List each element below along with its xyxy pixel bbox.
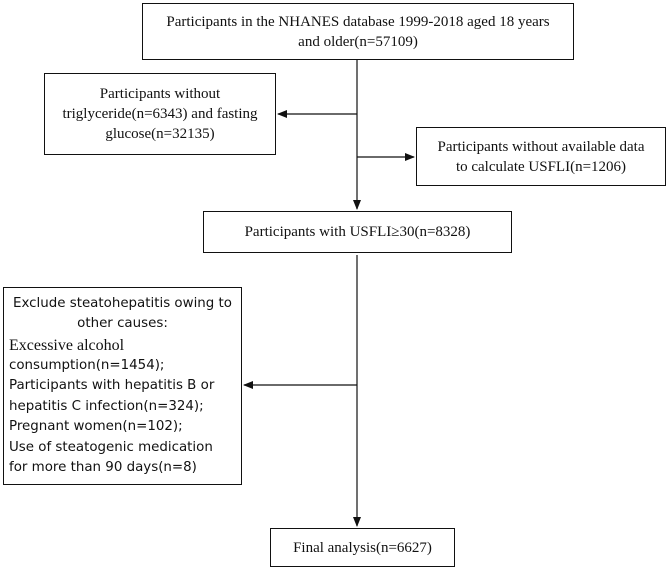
excl1-line-2: triglyceride(n=6343) and fasting [62, 106, 258, 122]
top-box-line-1: Participants in the NHANES database 1999… [166, 13, 550, 30]
excl1-line-3: glucose(n=32135) [105, 126, 215, 142]
excl3-item-6: Use of steatogenic medication [9, 439, 213, 455]
excl3-item-1: Excessive alcohol [9, 336, 125, 354]
excl3-item-3: Participants with hepatitis B or [9, 378, 215, 393]
top-box-line-2: and older(n=57109) [298, 33, 418, 50]
excl1-line-1: Participants without [99, 86, 221, 102]
usfli-participants-box: Participants with USFLI≥30(n=8328) [203, 211, 512, 253]
final-line-1: Final analysis(n=6627) [293, 539, 432, 556]
excl3-header-line-1: Exclude steatohepatitis owing to [13, 295, 232, 311]
excl2-line-2: to calculate USFLI(n=1206) [455, 158, 627, 175]
excl3-item-4: hepatitis C infection(n=324); [9, 398, 204, 414]
exclusion-box-missing-lab: Participants without triglyceride(n=6343… [44, 73, 276, 155]
exclusion-box-missing-usfli: Participants without available data to c… [416, 127, 666, 186]
top-participants-box: Participants in the NHANES database 1999… [142, 3, 574, 60]
final-analysis-box: Final analysis(n=6627) [270, 528, 455, 567]
excl3-header-line-2: other causes: [77, 316, 168, 331]
excl3-item-5: Pregnant women(n=102); [9, 419, 183, 434]
excl3-item-7: for more than 90 days(n=8) [9, 460, 197, 475]
exclusion-box-other-causes: Exclude steatohepatitis owing to other c… [3, 287, 242, 485]
excl2-line-1: Participants without available data [437, 138, 645, 155]
usfli-line-1: Participants with USFLI≥30(n=8328) [244, 224, 471, 240]
excl3-item-2: consumption(n=1454); [9, 357, 165, 373]
excl3-list: Excessive alcohol consumption(n=1454); P… [4, 335, 241, 479]
